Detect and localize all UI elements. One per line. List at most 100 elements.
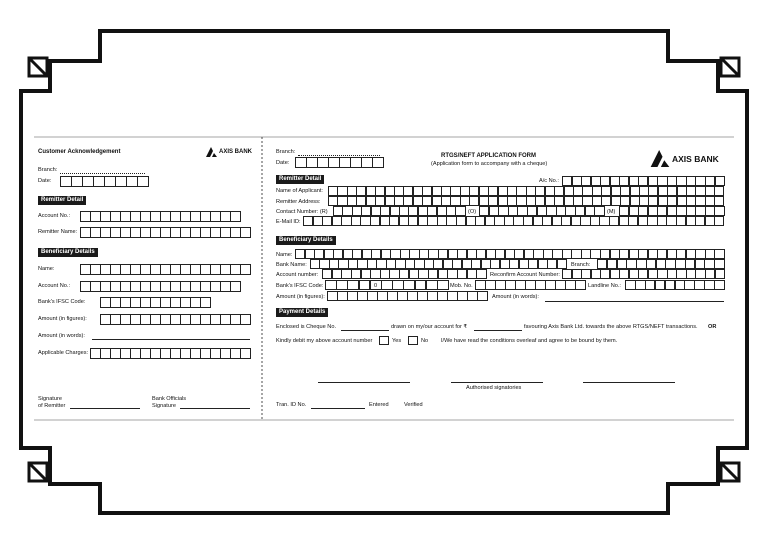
- form-account-number-label: Account number:: [276, 272, 319, 278]
- form-landline-label: Landline No.:: [588, 283, 621, 289]
- ack-officials-signature-label: Signature: [152, 403, 176, 409]
- input-cell[interactable]: [414, 280, 427, 290]
- input-cell[interactable]: [200, 297, 211, 308]
- form-mob-grid[interactable]: [475, 280, 586, 290]
- input-cell[interactable]: [240, 264, 251, 275]
- ack-bank-logo-text: AXIS BANK: [219, 149, 253, 155]
- input-cell[interactable]: [714, 216, 725, 226]
- input-cell[interactable]: [325, 280, 337, 290]
- form-branch-field[interactable]: [298, 155, 380, 156]
- form-yes-checkbox[interactable]: [379, 336, 389, 345]
- input-cell[interactable]: [714, 269, 725, 279]
- ack-charges-boxes[interactable]: [90, 348, 251, 359]
- ack-charges-label: Applicable Charges:: [38, 350, 89, 356]
- ack-amount-words-line[interactable]: [92, 339, 250, 340]
- form-reconfirm-label: Reconfirm Account Number:: [490, 272, 560, 278]
- input-cell[interactable]: [372, 157, 384, 168]
- input-cell[interactable]: [455, 206, 466, 216]
- form-no-checkbox[interactable]: [408, 336, 418, 345]
- form-account-number-grid[interactable]: [322, 269, 487, 279]
- input-cell[interactable]: [137, 176, 149, 187]
- form-signatory-line-2[interactable]: [451, 382, 543, 383]
- input-cell[interactable]: [714, 249, 725, 259]
- form-amount-words-line[interactable]: [545, 301, 724, 302]
- axis-bank-logo-icon: [206, 147, 217, 157]
- input-cell[interactable]: [230, 281, 241, 292]
- ack-account-no-boxes[interactable]: [80, 211, 241, 222]
- form-drawn-on-text: drawn on my/our account for ₹: [391, 324, 468, 330]
- form-remitter-heading: Remitter Detail: [276, 175, 325, 184]
- input-cell[interactable]: [477, 291, 488, 301]
- form-applicant-grid[interactable]: [328, 186, 725, 196]
- form-contact-r-grid[interactable]: [333, 206, 466, 216]
- form-tran-id-line[interactable]: [311, 408, 365, 409]
- input-cell[interactable]: [240, 227, 251, 238]
- input-cell[interactable]: [594, 206, 605, 216]
- ack-date-label: Date:: [38, 178, 52, 184]
- form-b-name-grid[interactable]: [295, 249, 725, 259]
- form-amount-figures-grid[interactable]: [327, 291, 488, 301]
- input-cell[interactable]: [347, 280, 360, 290]
- ack-name-boxes[interactable]: [80, 264, 251, 275]
- form-reconfirm-grid[interactable]: [562, 269, 725, 279]
- form-b-branch-grid[interactable]: [597, 259, 725, 269]
- ack-ifsc-label: Bank's IFSC Code:: [38, 299, 86, 305]
- form-landline-grid[interactable]: [625, 280, 725, 290]
- form-ac-no-grid[interactable]: [562, 176, 725, 186]
- input-cell[interactable]: [714, 196, 725, 206]
- form-signatory-line-3[interactable]: [583, 382, 675, 383]
- input-cell[interactable]: [556, 259, 567, 269]
- ack-officials-signature-line[interactable]: [180, 408, 250, 409]
- form-cheque-no-line[interactable]: [341, 330, 389, 331]
- input-cell[interactable]: [380, 280, 393, 290]
- ack-b-account-no-boxes[interactable]: [80, 281, 241, 292]
- input-cell[interactable]: [230, 211, 241, 222]
- form-signatory-line-1[interactable]: [318, 382, 410, 383]
- input-cell[interactable]: [714, 206, 725, 216]
- form-ac-no-label: A/c No.:: [539, 178, 559, 184]
- input-cell[interactable]: [714, 186, 725, 196]
- form-email-grid[interactable]: [303, 216, 725, 226]
- input-cell[interactable]: [425, 280, 438, 290]
- form-date-boxes[interactable]: [295, 157, 384, 168]
- ack-date-boxes[interactable]: [60, 176, 149, 187]
- form-enclosed-cheque-text: Enclosed is Cheque No.: [276, 324, 337, 330]
- ack-title: Customer Acknowledgement: [38, 149, 121, 155]
- form-verified-label: Verified: [404, 402, 423, 408]
- input-cell[interactable]: [714, 280, 725, 290]
- form-authorised-label: Authorised signatories: [466, 385, 522, 391]
- form-address-label: Remitter Address:: [276, 199, 321, 205]
- form-title: RTGS/NEFT APPLICATION FORM: [441, 153, 536, 159]
- input-cell[interactable]: [575, 280, 586, 290]
- corner-ornament-icon: [27, 56, 741, 483]
- form-bank-logo-text: AXIS BANK: [672, 153, 719, 164]
- input-cell[interactable]: [714, 176, 725, 186]
- ack-of-remitter-label: of Remitter: [38, 403, 66, 409]
- input-cell[interactable]: [358, 280, 371, 290]
- ack-remitter-name-boxes[interactable]: [80, 227, 251, 238]
- form-bank-name-grid[interactable]: [310, 259, 567, 269]
- ack-bank-logo: AXIS BANK: [206, 147, 252, 157]
- input-cell[interactable]: [240, 348, 251, 359]
- ack-branch-field[interactable]: [60, 173, 145, 174]
- form-ifsc-grid[interactable]: [325, 280, 449, 290]
- input-cell[interactable]: [714, 259, 725, 269]
- form-contact-m-label: (M): [607, 209, 616, 215]
- input-cell[interactable]: [240, 314, 251, 325]
- form-contact-o-grid[interactable]: [479, 206, 605, 216]
- ack-ifsc-boxes[interactable]: [100, 297, 211, 308]
- form-contact-m-grid[interactable]: [619, 206, 725, 216]
- form-cheque-amount-line[interactable]: [474, 330, 522, 331]
- ack-remitter-signature-line[interactable]: [70, 408, 140, 409]
- input-cell[interactable]: [403, 280, 416, 290]
- input-cell[interactable]: [392, 280, 404, 290]
- form-address-grid[interactable]: [328, 196, 725, 206]
- form-date-label: Date:: [276, 160, 290, 166]
- input-cell[interactable]: [336, 280, 349, 290]
- input-cell[interactable]: [476, 269, 487, 279]
- ack-amount-figures-boxes[interactable]: [100, 314, 251, 325]
- ack-beneficiary-heading: Beneficiary Details: [38, 248, 98, 257]
- form-branch2-label: Branch:: [571, 262, 591, 268]
- input-cell[interactable]: [436, 280, 449, 290]
